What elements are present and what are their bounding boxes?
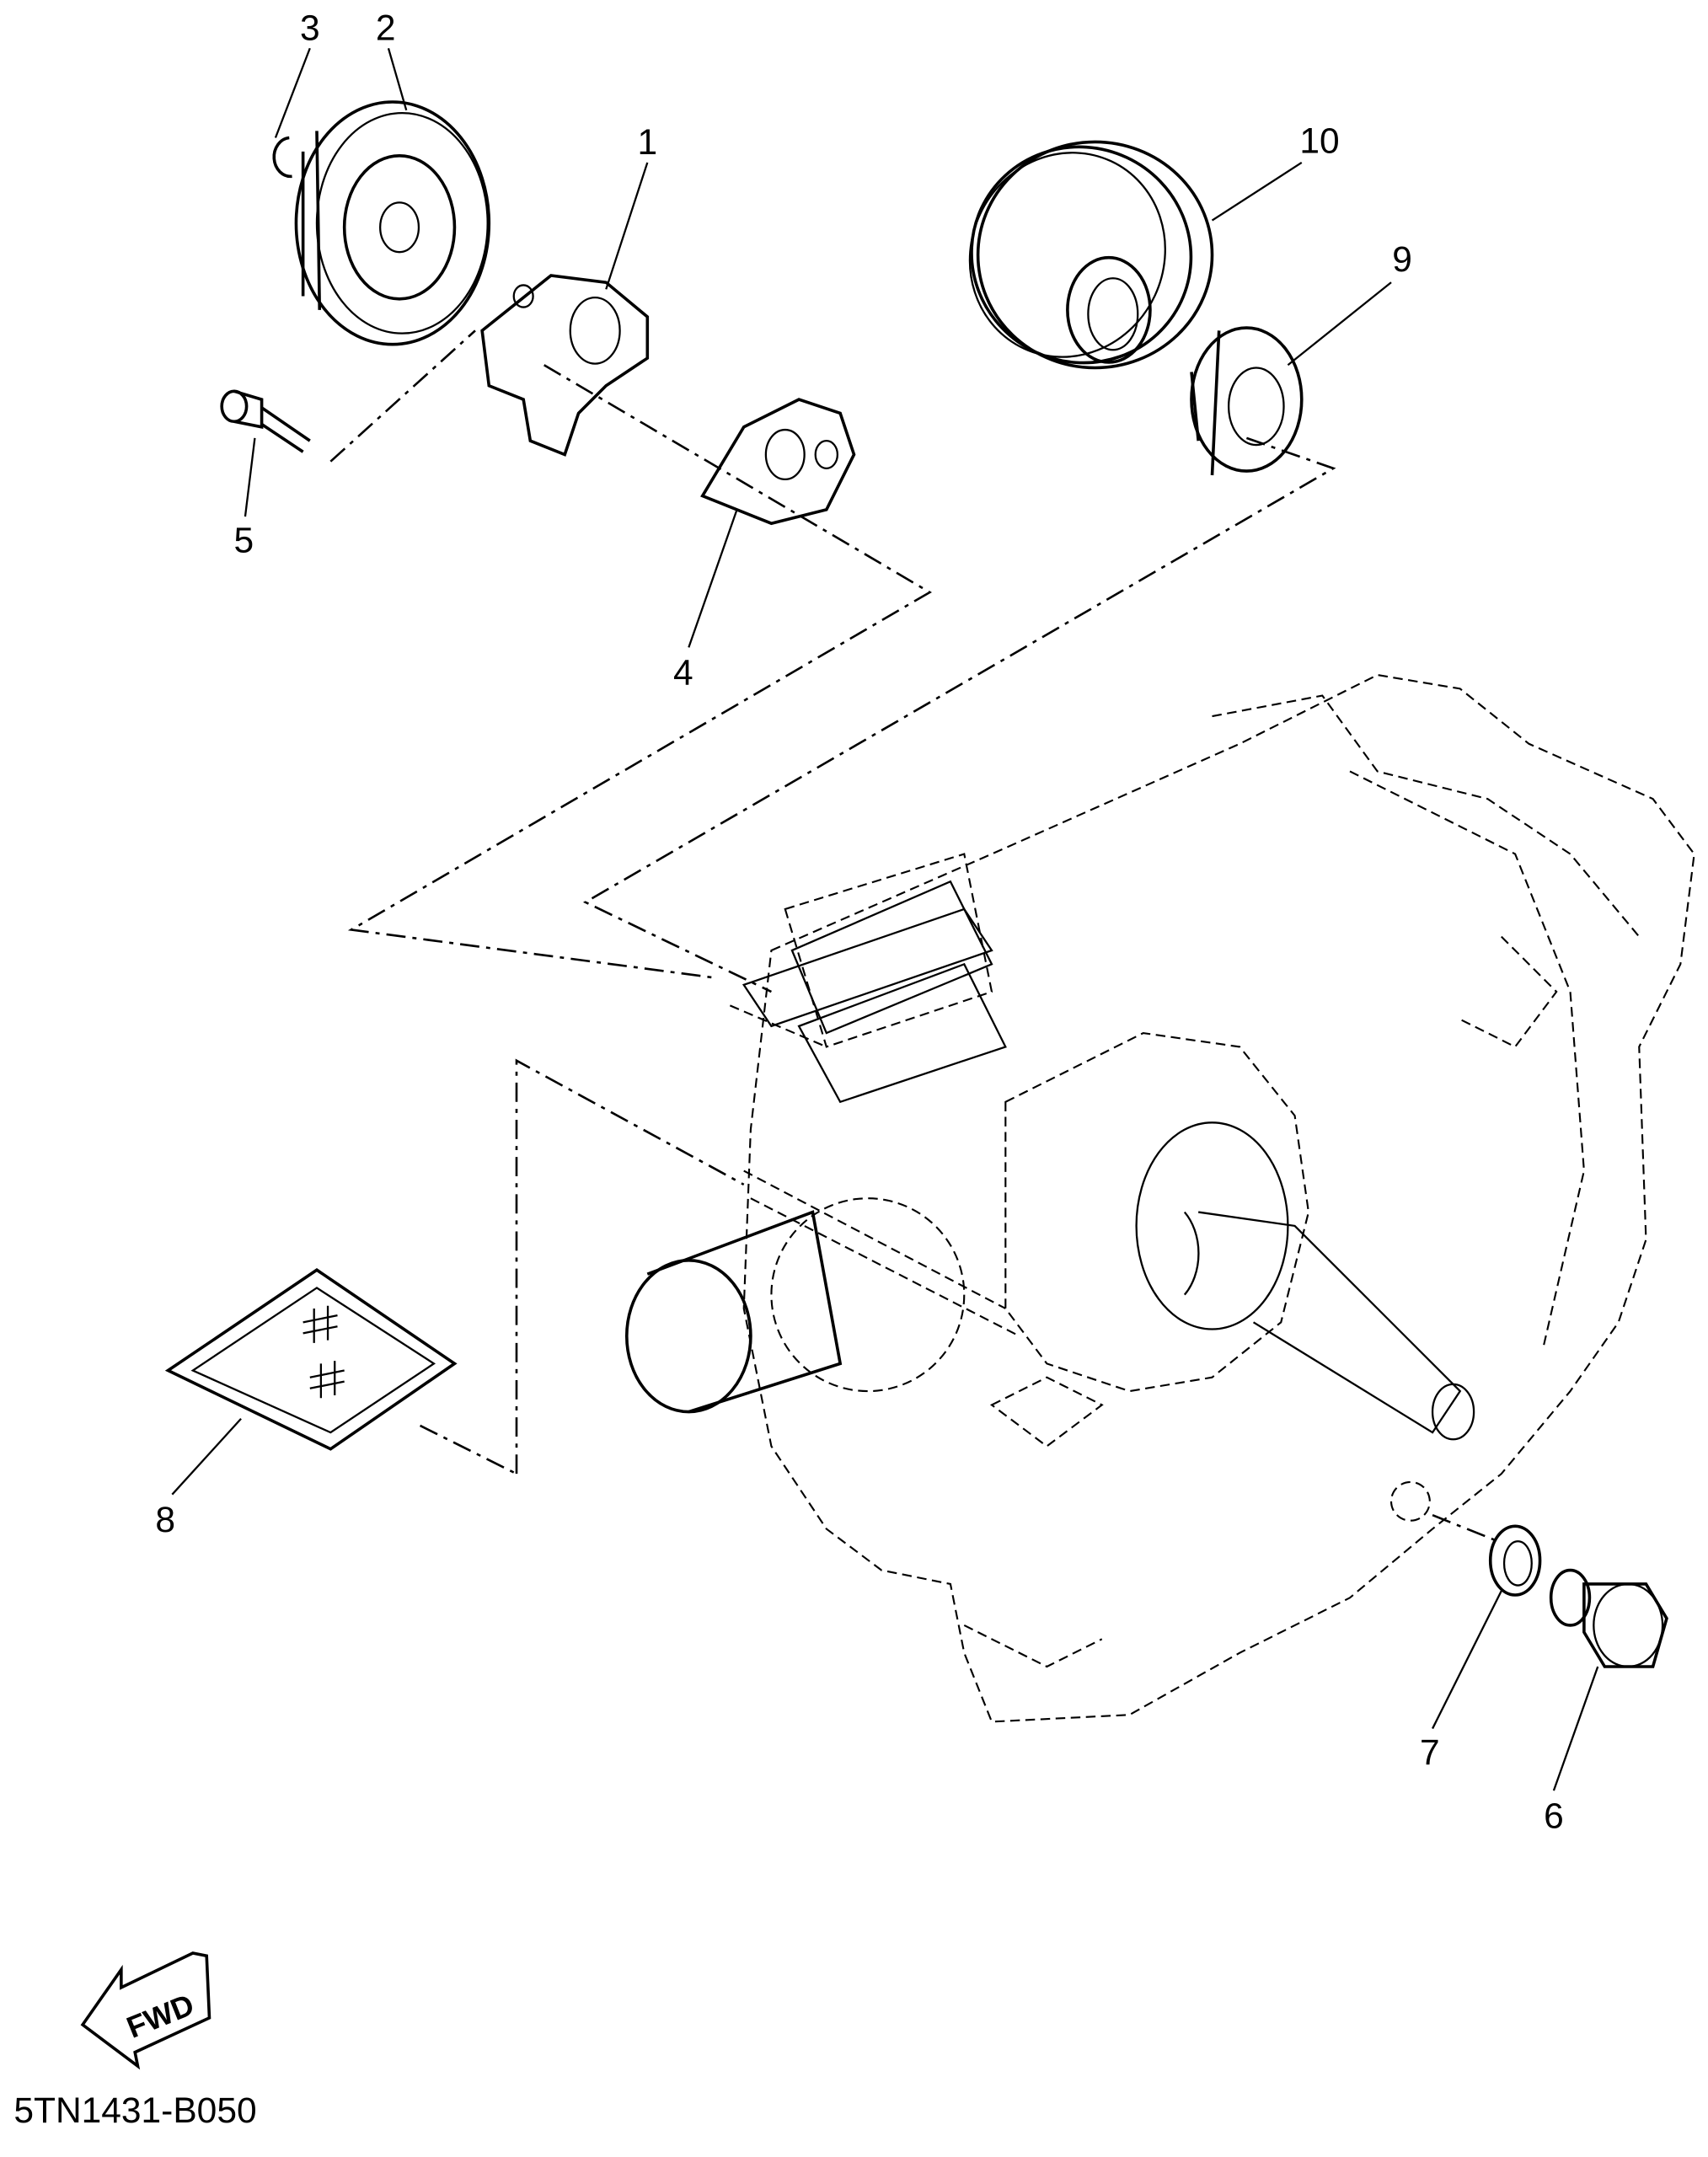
callout-1: 1 — [637, 123, 657, 163]
leader-lines — [329, 329, 1502, 1544]
part-4-gasket — [700, 398, 856, 526]
part-1-oil-pump — [480, 274, 650, 457]
callout-10: 10 — [1299, 121, 1339, 161]
callout-8: 8 — [155, 1501, 175, 1540]
diagram-code: 5TN1431-B050 — [13, 2091, 256, 2131]
part-9-driven-gear — [1190, 326, 1304, 476]
callout-9: 9 — [1392, 240, 1412, 280]
part-8-oil-strainer — [164, 1268, 458, 1451]
callout-5: 5 — [234, 522, 254, 561]
crankcase-outline — [729, 673, 1695, 1723]
fwd-label: FWD — [122, 1987, 199, 2045]
callout-3: 3 — [300, 8, 320, 48]
part-3-circlip — [272, 136, 292, 179]
callout-2: 2 — [376, 8, 396, 48]
part-2-oil-pump-gear — [294, 100, 491, 346]
part-5-bolt — [220, 389, 311, 453]
callout-7: 7 — [1420, 1733, 1440, 1773]
callout-leaders — [171, 47, 1599, 1791]
part-7-washer — [1488, 1524, 1542, 1597]
callout-4: 4 — [673, 653, 693, 693]
crankshaft — [624, 880, 1475, 1441]
part-6-drain-bolt — [1549, 1568, 1668, 1668]
fwd-arrow-icon: FWD — [80, 1951, 211, 2070]
part-10-drive-gear — [968, 140, 1214, 370]
callout-6: 6 — [1544, 1796, 1564, 1836]
